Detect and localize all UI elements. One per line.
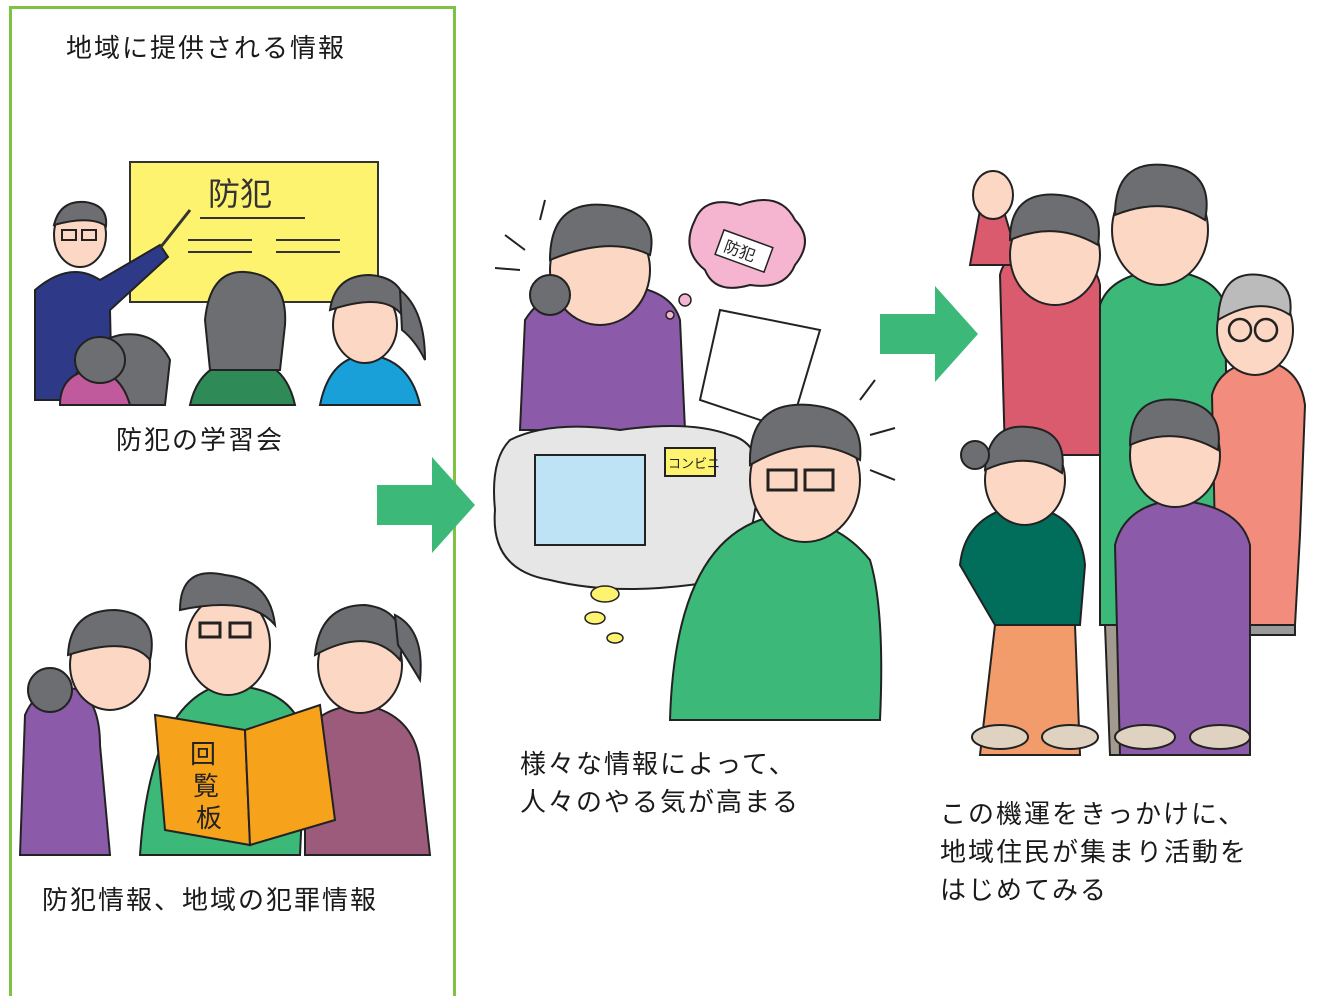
panel-title: 地域に提供される情報 [66, 34, 347, 64]
book-char-1: 回 [190, 740, 216, 770]
flow-arrow-1-icon [377, 457, 475, 553]
board-text: 防犯 [208, 175, 272, 213]
right-caption-line-3: はじめてみる [940, 876, 1109, 906]
flow-arrow-2-icon [880, 286, 978, 382]
study-caption: 防犯の学習会 [116, 426, 285, 456]
store-sign: コンビニ [668, 457, 720, 472]
middle-caption-line-1: 様々な情報によって、 [520, 750, 797, 780]
info-caption: 防犯情報、地域の犯罪情報 [42, 886, 379, 916]
community-activity-illustration [958, 163, 1307, 756]
bulletin-reading-illustration: 回 覧 板 [18, 572, 432, 856]
study-session-illustration: 防犯 [34, 161, 426, 406]
book-char-2: 覧 [193, 772, 219, 802]
right-caption-line-2: 地域住民が集まり活動を [940, 838, 1249, 868]
book-char-3: 板 [196, 804, 222, 834]
motivated-people-illustration: 防犯 コンビニ [493, 199, 896, 721]
middle-caption-line-2: 人々のやる気が高まる [520, 788, 801, 818]
right-caption-line-1: この機運をきっかけに、 [940, 800, 1247, 830]
